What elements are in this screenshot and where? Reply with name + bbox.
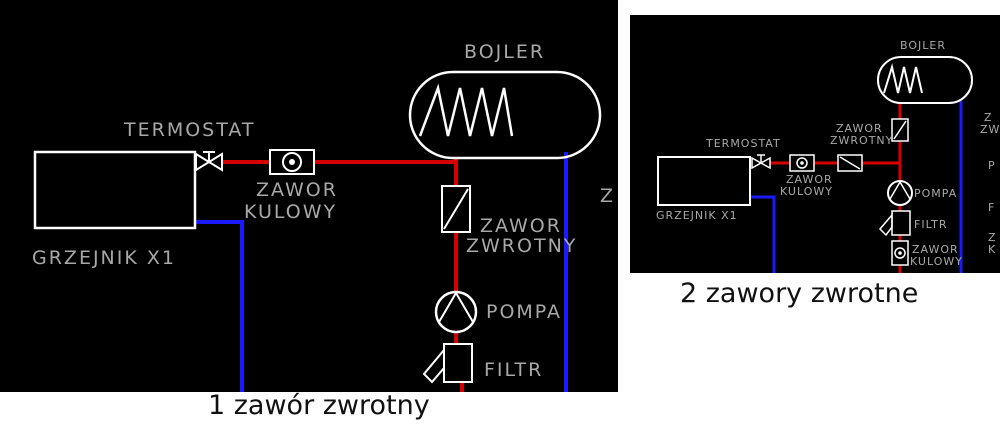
- right-edge-label-4: F: [988, 201, 995, 214]
- right-ball-valve-icon: [789, 154, 815, 172]
- right-boiler: [877, 56, 973, 104]
- right-ball-valve2-label-1: ZAWOR: [912, 243, 959, 256]
- right-radiator-label: GRZEJNIK X1: [656, 209, 738, 222]
- right-diagram-svg: BOJLER TERMOSTAT ZAWOR KULOWY ZAWOR ZWRO…: [656, 39, 1000, 273]
- right-diagram-panel: BOJLER TERMOSTAT ZAWOR KULOWY ZAWOR ZWRO…: [630, 15, 1000, 273]
- left-diagram-svg: BOJLER TERMOSTAT ZAWOR KULOWY ZAWOR ZWRO…: [32, 41, 615, 392]
- left-radiator: [33, 150, 197, 230]
- right-edge-label-5: Z: [988, 231, 997, 244]
- left-thermostat-valve-icon: [195, 151, 223, 172]
- left-boiler-tank: [408, 70, 602, 160]
- right-check-valve-label-1: ZAWOR: [836, 122, 883, 135]
- left-ball-valve-label-1: ZAWOR: [256, 179, 338, 201]
- right-pump-label: POMPA: [914, 187, 957, 200]
- right-edge-label-6: K: [988, 243, 996, 256]
- left-pipe-radiator-return: [196, 220, 244, 392]
- right-boiler-label: BOJLER: [900, 39, 946, 52]
- right-boiler-heating-coil-icon: [883, 63, 923, 94]
- right-edge-label-2: ZW: [980, 123, 1000, 136]
- right-check-valve-label-2: ZWROTNY: [830, 134, 893, 147]
- right-edge-label-3: P: [988, 159, 996, 172]
- left-pump-icon: [434, 290, 478, 334]
- right-caption: 2 zawory zwrotne: [680, 278, 919, 309]
- right-radiator: [657, 156, 751, 206]
- right-edge-label-1: Z: [984, 111, 993, 124]
- right-pipe-radiator-return: [750, 195, 776, 273]
- left-caption: 1 zawór zwrotny: [208, 390, 430, 421]
- right-vertical-ball-valve-icon: [891, 240, 909, 266]
- right-thermostat-label: TERMOSTAT: [705, 137, 781, 150]
- left-check-valve-icon: [441, 185, 471, 233]
- left-boiler-label: BOJLER: [464, 41, 545, 63]
- left-check-valve-label-1: ZAWOR: [480, 215, 562, 237]
- left-check-valve-label-2: ZWROTNY: [466, 235, 577, 257]
- left-filter-icon: [422, 343, 473, 384]
- left-pump-label: POMPA: [486, 301, 562, 323]
- left-ball-valve-label-2: KULOWY: [244, 201, 337, 223]
- left-boiler-heating-coil-icon: [418, 83, 514, 137]
- left-filter-label: FILTR: [484, 359, 543, 381]
- left-cut-off-label: Z: [600, 185, 615, 207]
- right-horizontal-check-valve-icon: [837, 154, 863, 172]
- right-pump-icon: [887, 180, 913, 206]
- left-boiler: [408, 70, 602, 160]
- right-filter-icon: [878, 210, 911, 237]
- left-thermostat-label: TERMOSTAT: [123, 119, 255, 141]
- right-boiler-tank: [877, 56, 973, 104]
- left-ball-valve-icon: [269, 149, 315, 175]
- right-hot-pipes: [770, 103, 902, 273]
- right-ball-valve-label-2: KULOWY: [780, 185, 833, 198]
- left-radiator-label: GRZEJNIK X1: [32, 247, 176, 269]
- right-filter-label: FILTR: [914, 218, 948, 231]
- left-diagram-panel: BOJLER TERMOSTAT ZAWOR KULOWY ZAWOR ZWRO…: [0, 0, 618, 392]
- left-cold-pipes: [196, 152, 568, 392]
- right-ball-valve-label-1: ZAWOR: [786, 173, 833, 186]
- right-ball-valve2-label-2: KULOWY: [910, 255, 963, 268]
- right-thermostat-valve-icon: [751, 154, 771, 170]
- right-cold-pipes: [750, 101, 963, 273]
- right-vertical-check-valve-icon: [891, 118, 909, 142]
- left-hot-pipes: [222, 158, 464, 392]
